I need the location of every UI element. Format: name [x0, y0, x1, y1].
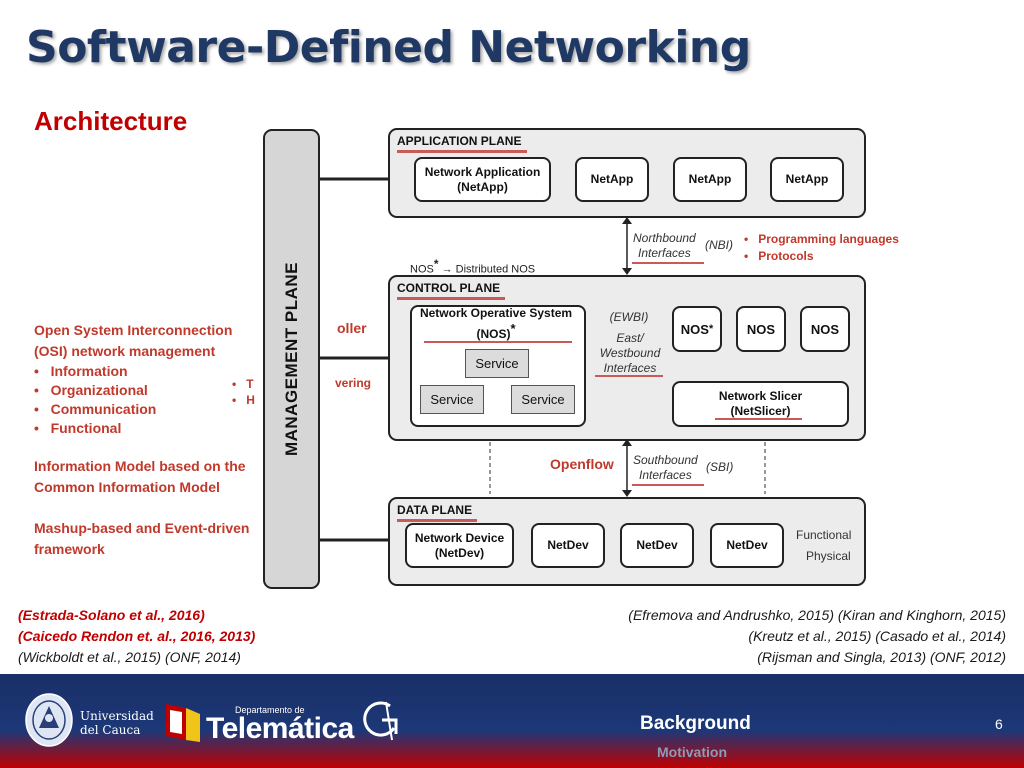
hidden-bullets: • T • H [232, 376, 255, 408]
netdev-box: NetDev [531, 523, 605, 568]
northbound-arrow-head-up [622, 217, 632, 224]
openflow-label: Openflow [550, 456, 614, 472]
northbound-arrow-head-down [622, 268, 632, 275]
functional-label: Functional [796, 528, 852, 542]
nos-node-box: NOS* [672, 306, 722, 352]
management-plane: MANAGEMENT PLANE [263, 129, 320, 589]
nbi-abbr: (NBI) [705, 238, 733, 252]
application-plane-underline [397, 150, 527, 153]
service-box: Service [465, 349, 529, 378]
nbi-bullet: • Protocols [744, 249, 814, 263]
nos-node-box: NOS [800, 306, 850, 352]
reference-right: (Kreutz et al., 2015) (Casado et al., 20… [748, 628, 1006, 644]
southbound-arrow-head-up [622, 439, 632, 446]
info-model-line-2: Common Information Model [34, 479, 220, 495]
netapp-box: NetApp [770, 157, 844, 202]
slide-subtitle: Architecture [34, 106, 188, 136]
slicer-underline [715, 418, 802, 420]
page-number: 6 [995, 716, 1003, 732]
mashup-line-2: framework [34, 541, 105, 557]
service-box: Service [511, 385, 575, 414]
osi-title-line-2: (OSI) network management [34, 343, 216, 359]
netapp-box: NetApp [575, 157, 649, 202]
reference-left: (Caicedo Rendon et. al., 2016, 2013) [18, 628, 256, 644]
application-plane-label: APPLICATION PLANE [397, 134, 522, 148]
ewbi-abbr: (EWBI) [609, 310, 649, 324]
physical-label: Physical [806, 549, 851, 563]
university-seal-logo [24, 692, 74, 748]
nos-title: Network Operative System(NOS)* [419, 306, 573, 341]
nos-node-box: NOS [736, 306, 786, 352]
nos-title-underline [424, 341, 572, 343]
department-label: Departamento de [235, 705, 305, 715]
data-plane-label: DATA PLANE [397, 503, 473, 517]
hidden-fragment-covering: vering [335, 376, 372, 390]
management-plane-label: MANAGEMENT PLANE [281, 261, 301, 457]
network-application-box: Network Application(NetApp) [414, 157, 551, 202]
reference-left: (Wickboldt et al., 2015) (ONF, 2014) [18, 649, 241, 665]
nos-distributed-note: NOS* → Distributed NOS [410, 257, 536, 276]
network-slicer-box: Network Slicer(NetSlicer) [672, 381, 849, 427]
network-device-box: Network Device(NetDev) [405, 523, 514, 568]
osi-title-line-1: Open System Interconnection [34, 322, 233, 338]
osi-list: • Information • Organizational • Communi… [34, 362, 232, 438]
data-plane-underline [397, 519, 477, 522]
hidden-bullet: • H [232, 393, 255, 407]
hidden-bullet: • T [232, 377, 254, 391]
reference-right: (Rijsman and Singla, 2013) (ONF, 2012) [757, 649, 1006, 665]
northbound-underline [632, 262, 704, 264]
reference-left: (Estrada-Solano et al., 2016) [18, 607, 205, 623]
sbi-abbr: (SBI) [706, 460, 734, 474]
control-plane-label: CONTROL PLANE [397, 281, 501, 295]
reference-right: (Efremova and Andrushko, 2015) (Kiran an… [628, 607, 1006, 623]
section-label: Background [640, 713, 751, 734]
southbound-underline [632, 484, 704, 486]
osi-item: • Communication [34, 401, 157, 417]
control-plane-underline [397, 297, 505, 300]
service-box: Service [420, 385, 484, 414]
netdev-box: NetDev [620, 523, 694, 568]
info-model-text: Information Model based on the Common In… [34, 456, 246, 498]
research-group-logo [360, 698, 404, 744]
info-model-line-1: Information Model based on the [34, 458, 246, 474]
netdev-box: NetDev [710, 523, 784, 568]
mashup-text: Mashup-based and Event-driven framework [34, 518, 249, 560]
telematica-logo-icon [162, 698, 204, 746]
osi-item: • Information [34, 363, 128, 379]
subsection-label: Motivation [657, 744, 727, 760]
osi-block: Open System Interconnection (OSI) networ… [34, 320, 232, 438]
slide-title: Software-Defined Networking [26, 22, 751, 73]
eastwest-underline [595, 375, 663, 377]
osi-item: • Organizational [34, 382, 148, 398]
nbi-bullets: • Programming languages • Protocols [744, 231, 899, 265]
southbound-arrow-head-down [622, 490, 632, 497]
mashup-line-1: Mashup-based and Event-driven [34, 520, 250, 536]
nbi-bullet: • Programming languages [744, 232, 899, 246]
department-name: Telemática [206, 712, 354, 745]
hidden-fragment-controller: oller [337, 320, 367, 336]
osi-item: • Functional [34, 420, 122, 436]
netapp-box: NetApp [673, 157, 747, 202]
